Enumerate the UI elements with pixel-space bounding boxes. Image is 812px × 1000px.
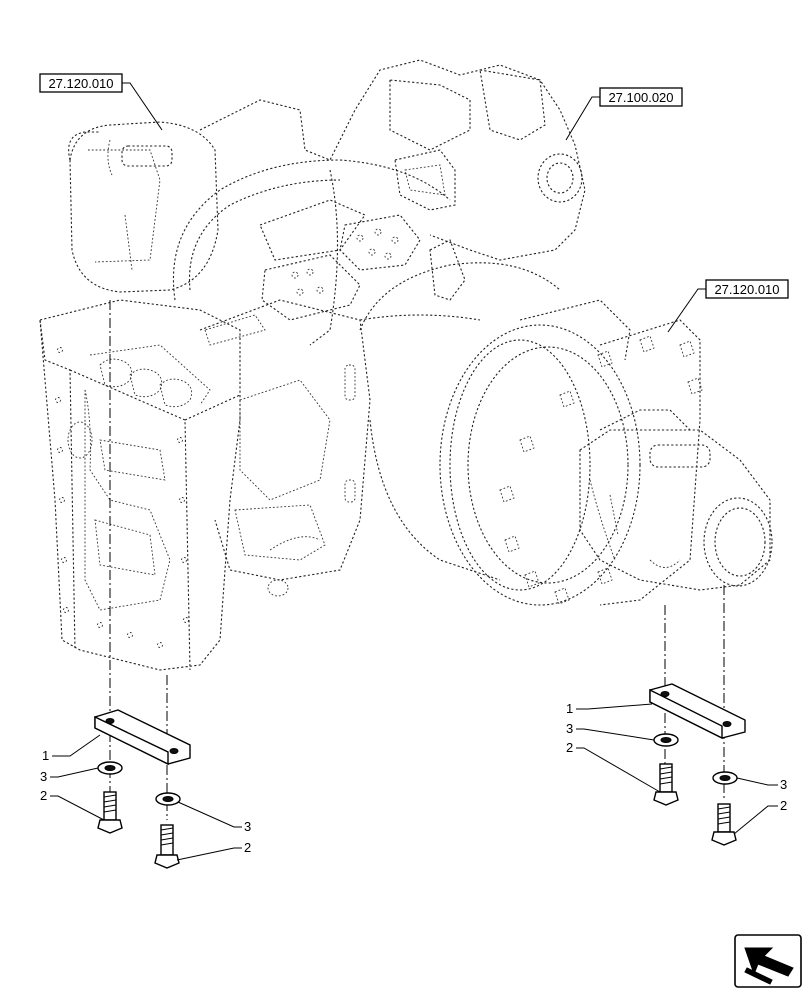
right-support-plate[interactable] (649, 683, 746, 740)
reference-left-top[interactable]: 27.120.010 (39, 73, 163, 131)
assembly-axis-lines (109, 300, 725, 820)
reference-right[interactable]: 27.120.010 (667, 279, 789, 333)
right-callouts: 1 3 2 3 2 (566, 701, 787, 835)
svg-text:2: 2 (244, 840, 251, 855)
reference-center-top[interactable]: 27.100.020 (565, 87, 683, 141)
svg-text:3: 3 (566, 721, 573, 736)
right-washer-a[interactable] (653, 733, 679, 747)
svg-text:1: 1 (566, 701, 573, 716)
right-washer-b[interactable] (712, 771, 738, 785)
svg-text:1: 1 (42, 748, 49, 763)
left-callouts: 1 3 2 3 2 (40, 734, 251, 861)
right-bolt-a[interactable] (653, 763, 679, 806)
svg-text:3: 3 (40, 769, 47, 784)
svg-text:27.120.010: 27.120.010 (48, 76, 113, 91)
left-bolt-a[interactable] (97, 791, 123, 834)
right-bolt-b[interactable] (711, 803, 737, 846)
transmission-housing-outline (39, 59, 773, 671)
svg-text:27.120.010: 27.120.010 (714, 282, 779, 297)
svg-text:2: 2 (40, 788, 47, 803)
svg-text:2: 2 (566, 740, 573, 755)
left-bolt-b[interactable] (154, 824, 180, 869)
next-page-arrow-icon[interactable] (734, 934, 802, 988)
svg-text:27.100.020: 27.100.020 (608, 90, 673, 105)
svg-text:2: 2 (780, 798, 787, 813)
left-washer-a[interactable] (97, 761, 123, 775)
svg-text:3: 3 (780, 777, 787, 792)
left-support-plate[interactable] (94, 709, 191, 766)
left-washer-b[interactable] (155, 792, 181, 806)
svg-text:3: 3 (244, 819, 251, 834)
